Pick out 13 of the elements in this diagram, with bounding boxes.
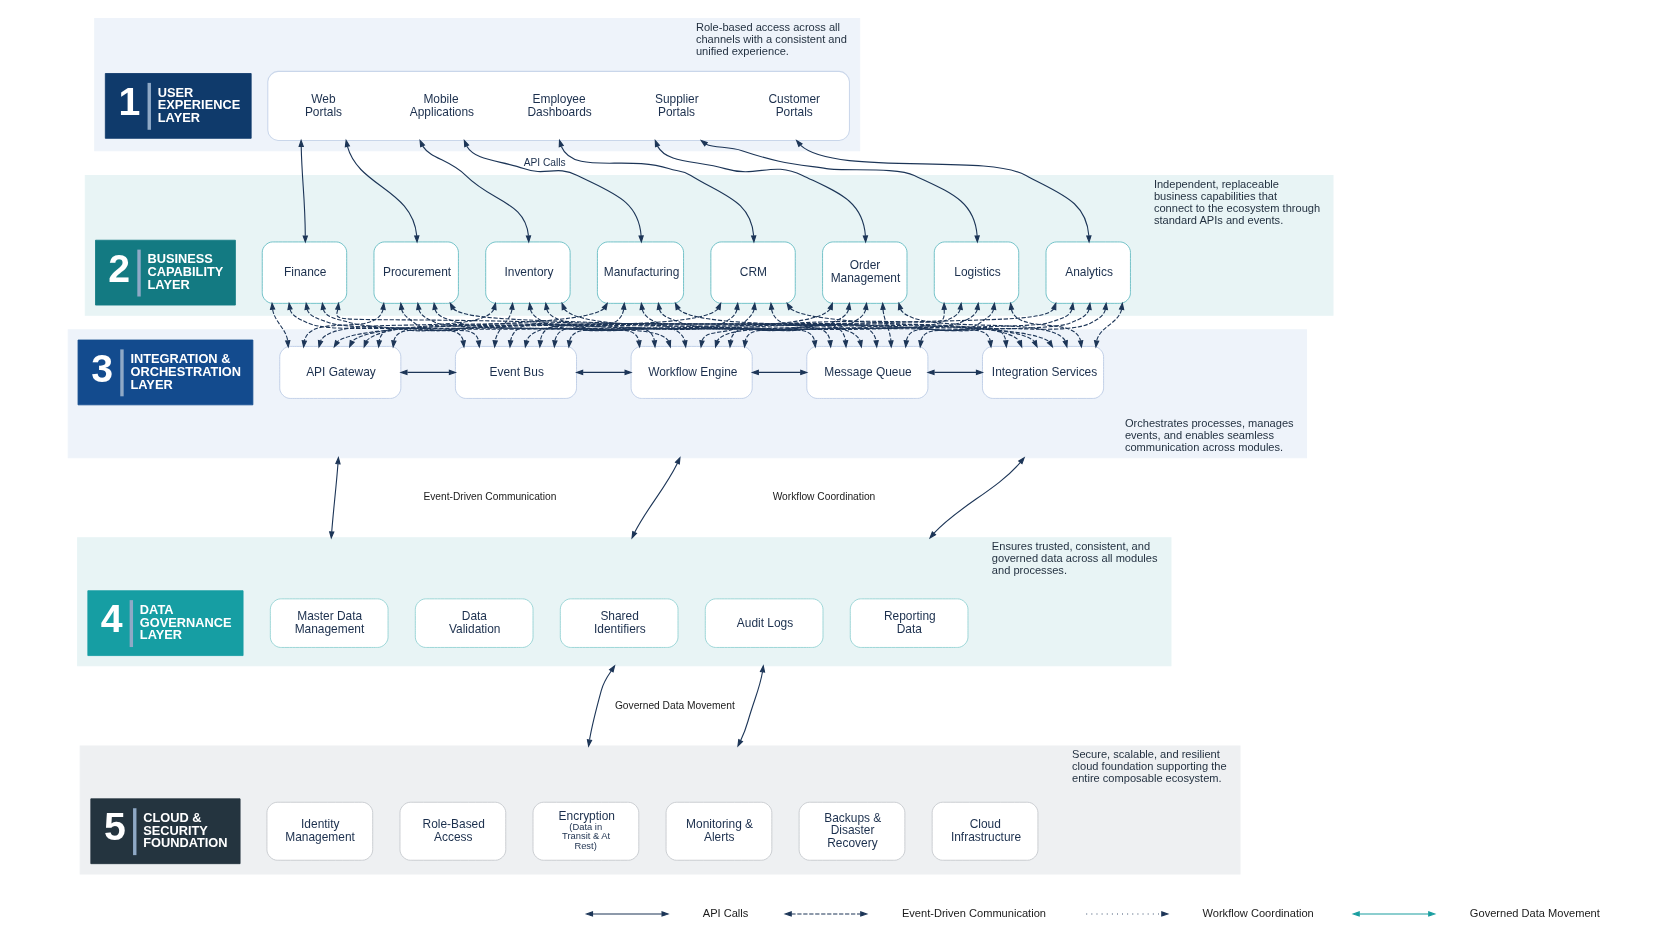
legend-label: Governed Data Movement — [1469, 906, 1600, 919]
label: Governed Data Movement — [614, 699, 735, 711]
label: Workflow Coordination — [772, 491, 876, 503]
legend-label: Event-Driven Communication — [901, 906, 1046, 919]
node-text: Mobile Applications — [409, 92, 475, 119]
legend-label: API Calls — [702, 906, 749, 919]
node-text: Employee Dashboards — [527, 92, 592, 119]
node-text: Web Portals — [304, 92, 343, 119]
label: Event-Driven Communication — [423, 491, 557, 503]
edge-label: API Calls — [523, 156, 566, 168]
node-text: Supplier Portals — [654, 92, 699, 119]
legend-label: Workflow Coordination — [1202, 906, 1314, 919]
node-text: Customer Portals — [768, 92, 821, 119]
